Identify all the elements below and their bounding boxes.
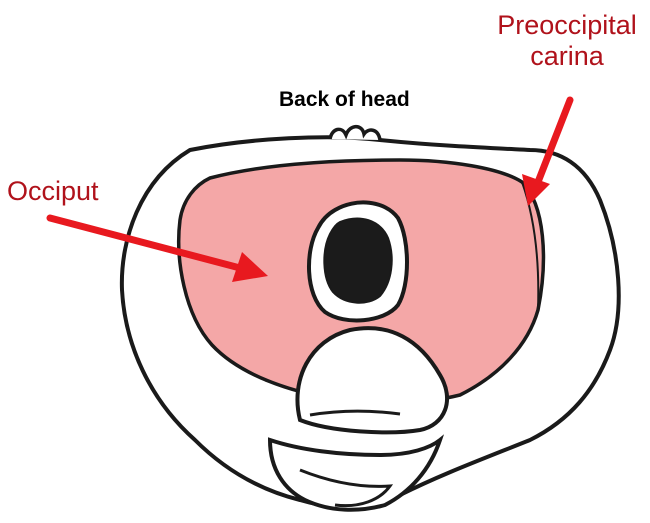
preoccipital-carina-label: Preoccipital carina — [482, 10, 650, 72]
foramen-center — [324, 219, 391, 303]
occiput-label: Occiput — [7, 176, 99, 207]
preoccipital-label-line2: carina — [482, 41, 650, 72]
head-top-bumps — [330, 127, 380, 140]
preoccipital-label-line1: Preoccipital — [482, 10, 650, 41]
back-of-head-label: Back of head — [279, 88, 410, 112]
